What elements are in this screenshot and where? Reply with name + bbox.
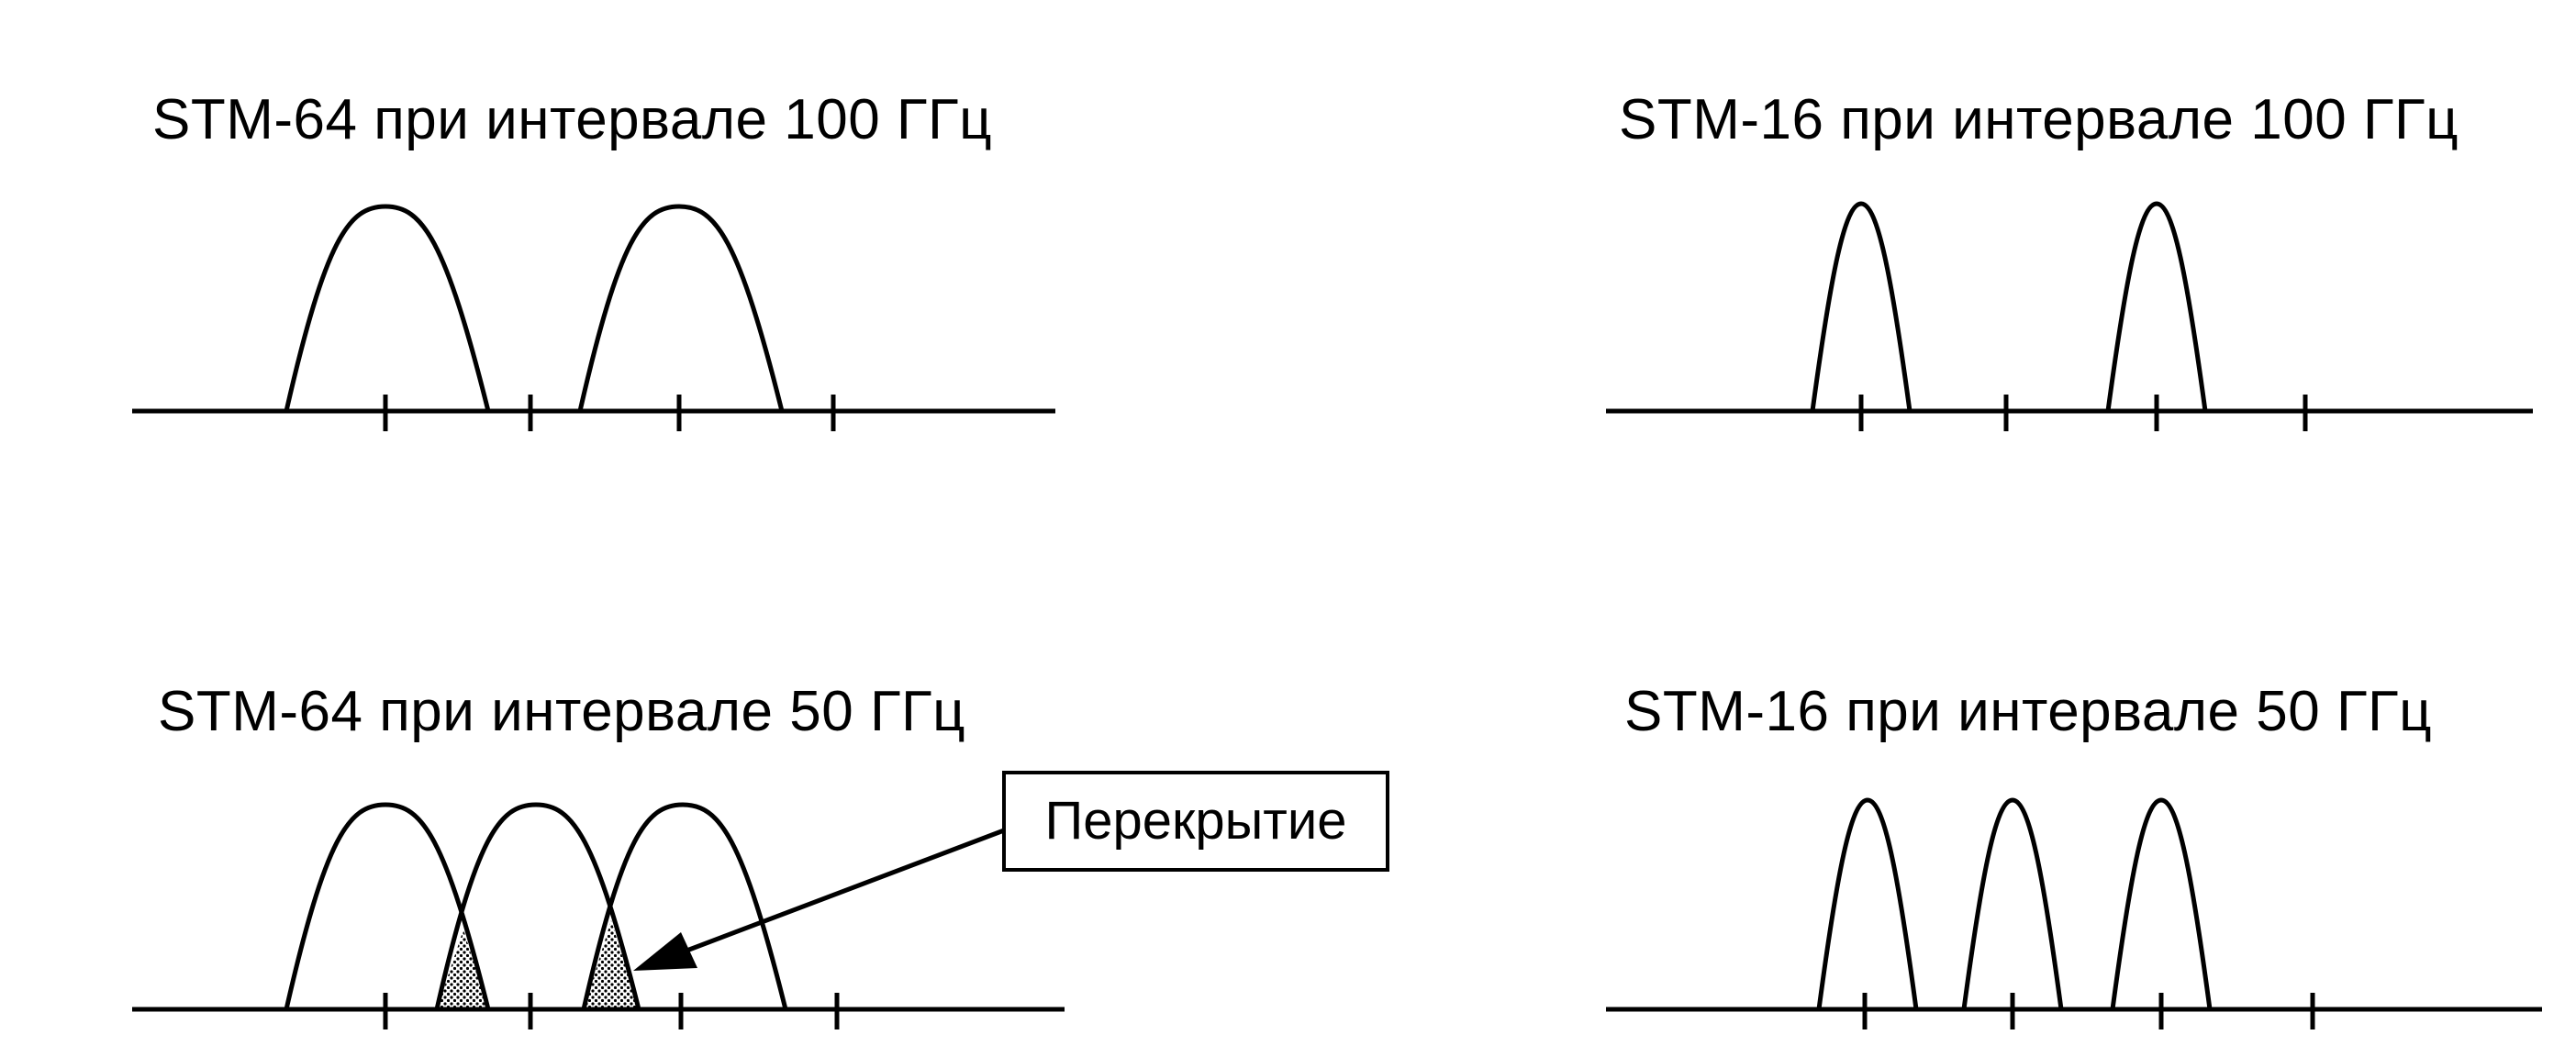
overlap-region (584, 920, 639, 1009)
channel-spectrum (2105, 201, 2208, 412)
panel-title-stm64-50ghz: STM-64 при интервале 50 ГГц (158, 680, 966, 743)
panel-title-stm16-50ghz: STM-16 при интервале 50 ГГц (1624, 680, 2433, 743)
panel-title-stm16-100ghz: STM-16 при интервале 100 ГГц (1619, 88, 2459, 151)
panel-title-stm64-100ghz: STM-64 при интервале 100 ГГц (152, 88, 993, 151)
overlap-callout-box: Перекрытие (1002, 771, 1389, 872)
panel-stm64-100ghz (132, 204, 1055, 431)
overlap-region (437, 929, 488, 1009)
overlap-callout-arrow (633, 828, 1005, 971)
channel-spectrum (577, 204, 785, 412)
channel-spectrum (581, 802, 788, 1010)
arrowhead (633, 932, 697, 971)
channel-spectrum (284, 204, 491, 412)
channel-spectrum (284, 802, 491, 1010)
channel-spectrum (2110, 797, 2213, 1010)
channel-spectrum (1961, 797, 2064, 1010)
panel-stm64-50ghz (132, 802, 1065, 1029)
overlap-callout-label: Перекрытие (1044, 791, 1347, 851)
channel-spectrum (1810, 201, 1912, 412)
panel-stm16-50ghz (1606, 797, 2542, 1029)
panel-stm16-100ghz (1606, 201, 2533, 431)
channel-spectrum (434, 802, 641, 1010)
channel-spectrum (1816, 797, 1919, 1010)
